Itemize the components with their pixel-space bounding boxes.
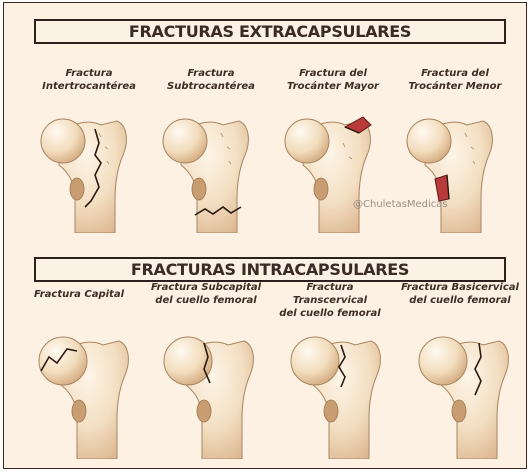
femur-greater-trochanter-illustration	[273, 103, 383, 233]
femur-intertrochanteric-illustration	[29, 103, 139, 233]
caption-line2: Intertrocantérea	[27, 80, 151, 93]
caption-line1: Fractura Transcervical	[268, 281, 392, 307]
femur-basicervical-illustration	[409, 319, 519, 459]
femur-capital-illustration	[29, 319, 139, 459]
caption-line1: Fractura	[149, 67, 273, 80]
caption-line1: Fractura Capital	[17, 288, 141, 301]
caption-greater-trochanter: Fractura del Trocánter Mayor	[271, 67, 395, 93]
diagram-frame: FRACTURAS EXTRACAPSULARES Fractura Inter…	[3, 2, 527, 469]
caption-line2: Trocánter Mayor	[271, 80, 395, 93]
caption-line2: Subtrocantérea	[149, 80, 273, 93]
caption-subtrochanteric: Fractura Subtrocantérea	[149, 67, 273, 93]
intracapsular-title: FRACTURAS INTRACAPSULARES	[34, 257, 506, 282]
caption-transcervical: Fractura Transcervical del cuello femora…	[268, 281, 392, 320]
caption-line1: Fractura Subcapital	[144, 281, 268, 294]
caption-lesser-trochanter: Fractura del Trocánter Menor	[393, 67, 517, 93]
caption-line2: del cuello femoral	[398, 294, 522, 307]
femur-transcervical-illustration	[281, 319, 391, 459]
caption-line2: del cuello femoral	[144, 294, 268, 307]
caption-line1: Fractura del	[271, 67, 395, 80]
watermark-text: @ChuletasMedicas	[353, 199, 448, 210]
caption-basicervical: Fractura Basicervical del cuello femoral	[398, 281, 522, 307]
caption-capital: Fractura Capital	[17, 288, 141, 301]
caption-line2: Trocánter Menor	[393, 80, 517, 93]
caption-line1: Fractura del	[393, 67, 517, 80]
femur-lesser-trochanter-illustration	[395, 103, 505, 233]
femur-subtrochanteric-illustration	[151, 103, 261, 233]
caption-line1: Fractura Basicervical	[398, 281, 522, 294]
caption-intertrochanteric: Fractura Intertrocantérea	[27, 67, 151, 93]
extracapsular-title: FRACTURAS EXTRACAPSULARES	[34, 19, 506, 44]
caption-line1: Fractura	[27, 67, 151, 80]
femur-subcapital-illustration	[154, 319, 264, 459]
caption-subcapital: Fractura Subcapital del cuello femoral	[144, 281, 268, 307]
